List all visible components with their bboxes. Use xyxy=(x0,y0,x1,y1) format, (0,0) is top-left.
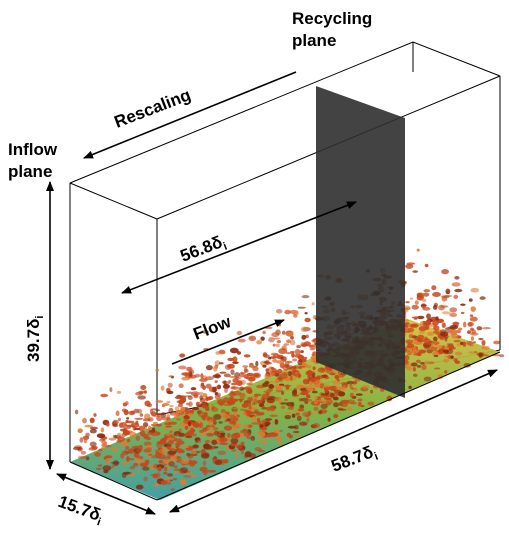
recycling-plane xyxy=(316,86,405,398)
flow-arrow xyxy=(171,319,285,365)
height-label: 39.7δi xyxy=(24,316,46,362)
length-arrow xyxy=(169,369,498,513)
inflow-plane-label: Inflow plane xyxy=(8,140,62,181)
turbulent-flow-region xyxy=(70,248,504,500)
length-label: 58.7δi xyxy=(329,441,380,478)
recycling-plane-label: Recycling plane xyxy=(292,9,377,50)
width-label: 15.7δi xyxy=(55,492,106,529)
recycling-distance-arrow xyxy=(121,201,357,294)
rescaling-label: Rescaling xyxy=(112,85,194,132)
recycle-distance-label: 56.8δi xyxy=(178,231,229,268)
rescaling-arrow xyxy=(83,71,297,159)
width-arrow xyxy=(56,473,156,515)
flow-label: Flow xyxy=(191,312,235,344)
arrows xyxy=(46,71,498,515)
